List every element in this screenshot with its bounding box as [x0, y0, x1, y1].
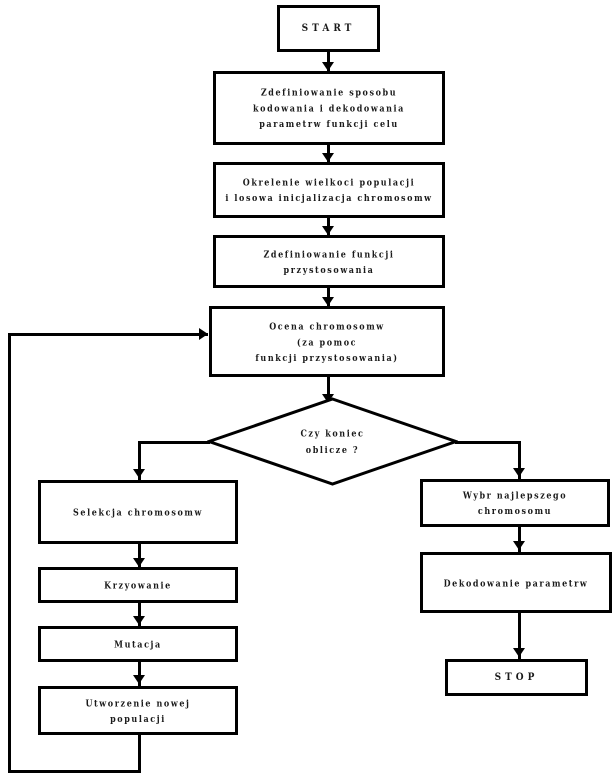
node-crossover[interactable]: Krzyowanie — [38, 567, 238, 603]
connector-decision-left-horizontal — [138, 441, 210, 444]
node-evaluate-chromosomes-label: Ocena chromosomw (za pomoc funkcji przys… — [255, 320, 399, 363]
arrowhead-crossover-to-mutation — [133, 616, 145, 625]
node-mutation-label: Mutacja — [114, 638, 162, 650]
node-new-population-label: Utworzenie nowej populacji — [85, 697, 191, 724]
node-stop[interactable]: STOP — [445, 659, 588, 696]
node-start-label: START — [301, 22, 356, 35]
connector-feedback-down — [138, 735, 141, 773]
node-population[interactable]: Okrelenie wielkoci populacji i losowa in… — [213, 162, 445, 218]
node-decision-end-of-computation[interactable]: Czy koniec oblicze ? — [207, 397, 458, 487]
arrowhead-feedback-to-evaluate — [199, 328, 208, 340]
node-fitness-definition-label: Zdefiniowanie funkcji przystosowania — [263, 248, 395, 275]
node-evaluate-chromosomes[interactable]: Ocena chromosomw (za pomoc funkcji przys… — [209, 306, 445, 377]
node-population-label: Okrelenie wielkoci populacji i losowa in… — [225, 176, 433, 204]
connector-evaluate-to-decision — [327, 377, 330, 404]
node-decode-parameters-label: Dekodowanie parametrw — [443, 576, 589, 589]
node-stop-label: STOP — [494, 671, 539, 684]
node-best-chromosome[interactable]: Wybr najlepszego chromosomu — [420, 479, 610, 527]
decision-diamond-shape — [207, 397, 458, 486]
node-decode-parameters[interactable]: Dekodowanie parametrw — [420, 552, 612, 613]
node-coding[interactable]: Zdefiniowanie sposobu kodowania i dekodo… — [213, 71, 445, 145]
arrowhead-evaluate-to-decision — [322, 394, 334, 403]
connector-decision-left-vertical — [138, 441, 141, 480]
connector-mutation-to-newpop — [138, 662, 141, 686]
connector-best-to-decode — [518, 527, 521, 552]
node-fitness-definition[interactable]: Zdefiniowanie funkcji przystosowania — [213, 235, 445, 288]
node-coding-label: Zdefiniowanie sposobu kodowania i dekodo… — [253, 86, 405, 130]
arrowhead-decision-to-best — [513, 468, 525, 477]
arrowhead-start-to-coding — [322, 62, 334, 71]
connector-selection-to-crossover — [138, 544, 141, 568]
connector-decode-to-stop — [518, 613, 521, 659]
arrowhead-decode-to-stop — [513, 648, 525, 657]
node-start[interactable]: START — [277, 5, 380, 52]
arrowhead-mutation-to-newpop — [133, 675, 145, 684]
arrowhead-decision-to-selection — [133, 469, 145, 478]
node-crossover-label: Krzyowanie — [104, 579, 172, 591]
arrowhead-fitness-to-evaluate — [322, 297, 334, 306]
connector-feedback-bottom — [8, 770, 141, 773]
connector-feedback-left — [8, 333, 11, 773]
arrowhead-selection-to-crossover — [133, 558, 145, 567]
connector-feedback-top — [8, 333, 208, 336]
connector-crossover-to-mutation — [138, 603, 141, 626]
arrowhead-best-to-decode — [513, 541, 525, 550]
node-new-population[interactable]: Utworzenie nowej populacji — [38, 686, 238, 735]
connector-start-to-coding — [327, 52, 330, 71]
node-selection[interactable]: Selekcja chromosomw — [38, 480, 238, 544]
connector-decision-right-vertical — [518, 441, 521, 479]
node-best-chromosome-label: Wybr najlepszego chromosomu — [462, 489, 568, 517]
node-selection-label: Selekcja chromosomw — [73, 506, 203, 518]
arrowhead-population-to-fitness — [322, 226, 334, 235]
arrowhead-coding-to-population — [322, 153, 334, 162]
node-mutation[interactable]: Mutacja — [38, 626, 238, 662]
connector-decision-right-horizontal — [455, 441, 521, 444]
